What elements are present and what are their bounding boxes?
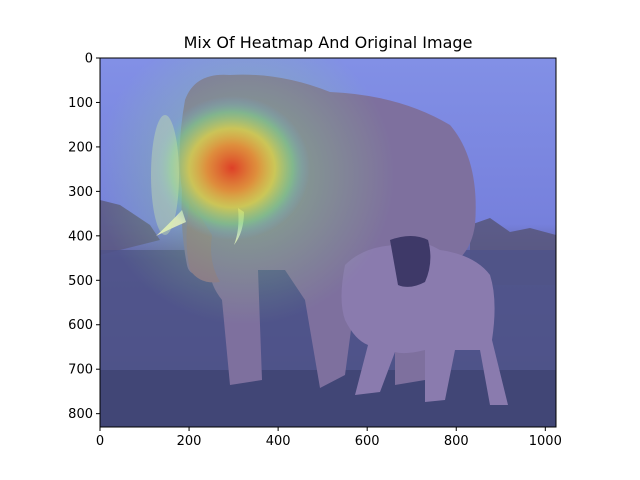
x-tick-label: 400 xyxy=(266,434,291,449)
y-tick-label: 0 xyxy=(85,52,93,67)
y-tick-label: 700 xyxy=(68,363,93,378)
y-tick-label: 300 xyxy=(68,185,93,200)
y-tick-label: 100 xyxy=(68,96,93,111)
y-tick-label: 800 xyxy=(68,407,93,422)
x-tick-label: 1000 xyxy=(529,434,562,449)
x-axis: 0 200 400 600 800 1000 xyxy=(96,427,562,449)
calf-elephant xyxy=(341,242,508,405)
y-tick-label: 600 xyxy=(68,318,93,333)
x-tick-label: 200 xyxy=(177,434,202,449)
heatmap-hotspot xyxy=(154,96,310,240)
chart-title: Mix Of Heatmap And Original Image xyxy=(183,33,473,52)
y-tick-label: 500 xyxy=(68,274,93,289)
y-tick-label: 200 xyxy=(68,140,93,155)
x-tick-label: 600 xyxy=(355,434,380,449)
y-axis: 0 100 200 300 400 500 600 700 800 xyxy=(68,52,100,422)
plot-area xyxy=(100,58,556,427)
x-tick-label: 800 xyxy=(444,434,469,449)
x-tick-label: 0 xyxy=(96,434,104,449)
plot-frame xyxy=(99,57,557,428)
y-tick-label: 400 xyxy=(68,229,93,244)
